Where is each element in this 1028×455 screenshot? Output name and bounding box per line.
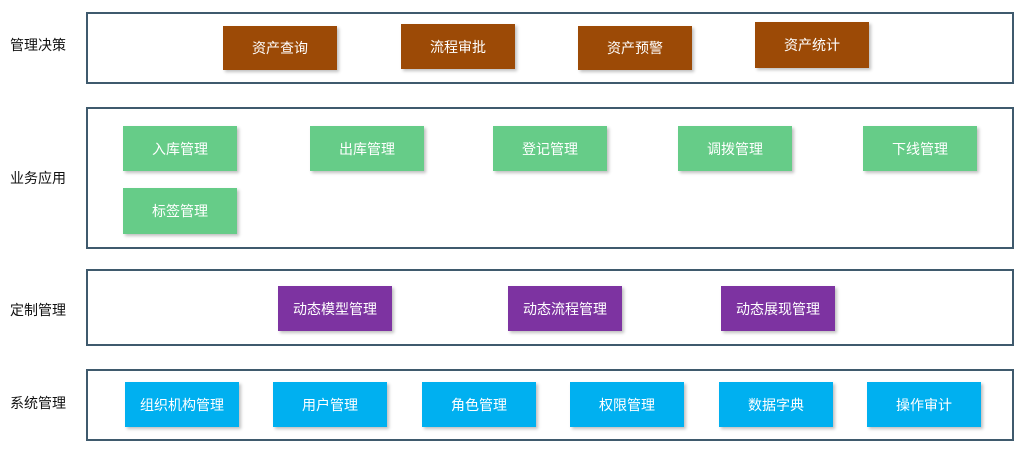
- registration-management-button[interactable]: 登记管理: [493, 126, 607, 171]
- asset-statistics-button[interactable]: 资产统计: [755, 22, 869, 68]
- row-label-decision: 管理决策: [10, 38, 66, 54]
- operation-audit-button[interactable]: 操作审计: [867, 382, 981, 427]
- outbound-management-button[interactable]: 出库管理: [310, 126, 424, 171]
- user-management-button[interactable]: 用户管理: [273, 382, 387, 427]
- row-label-system: 系统管理: [10, 396, 66, 412]
- data-dictionary-button[interactable]: 数据字典: [719, 382, 833, 427]
- label-management-button[interactable]: 标签管理: [123, 188, 237, 234]
- row-label-business: 业务应用: [10, 171, 66, 187]
- organization-management-button[interactable]: 组织机构管理: [125, 382, 239, 427]
- asset-query-button[interactable]: 资产查询: [223, 26, 337, 70]
- transfer-management-button[interactable]: 调拨管理: [678, 126, 792, 171]
- dynamic-model-management-button[interactable]: 动态模型管理: [278, 286, 392, 331]
- asset-warning-button[interactable]: 资产预警: [578, 26, 692, 70]
- inbound-management-button[interactable]: 入库管理: [123, 126, 237, 171]
- dynamic-process-management-button[interactable]: 动态流程管理: [508, 286, 622, 331]
- permission-management-button[interactable]: 权限管理: [570, 382, 684, 427]
- band-system: [86, 369, 1014, 441]
- role-management-button[interactable]: 角色管理: [422, 382, 536, 427]
- row-label-customization: 定制管理: [10, 303, 66, 319]
- process-approval-button[interactable]: 流程审批: [401, 24, 515, 69]
- offline-management-button[interactable]: 下线管理: [863, 126, 977, 171]
- dynamic-display-management-button[interactable]: 动态展现管理: [721, 286, 835, 331]
